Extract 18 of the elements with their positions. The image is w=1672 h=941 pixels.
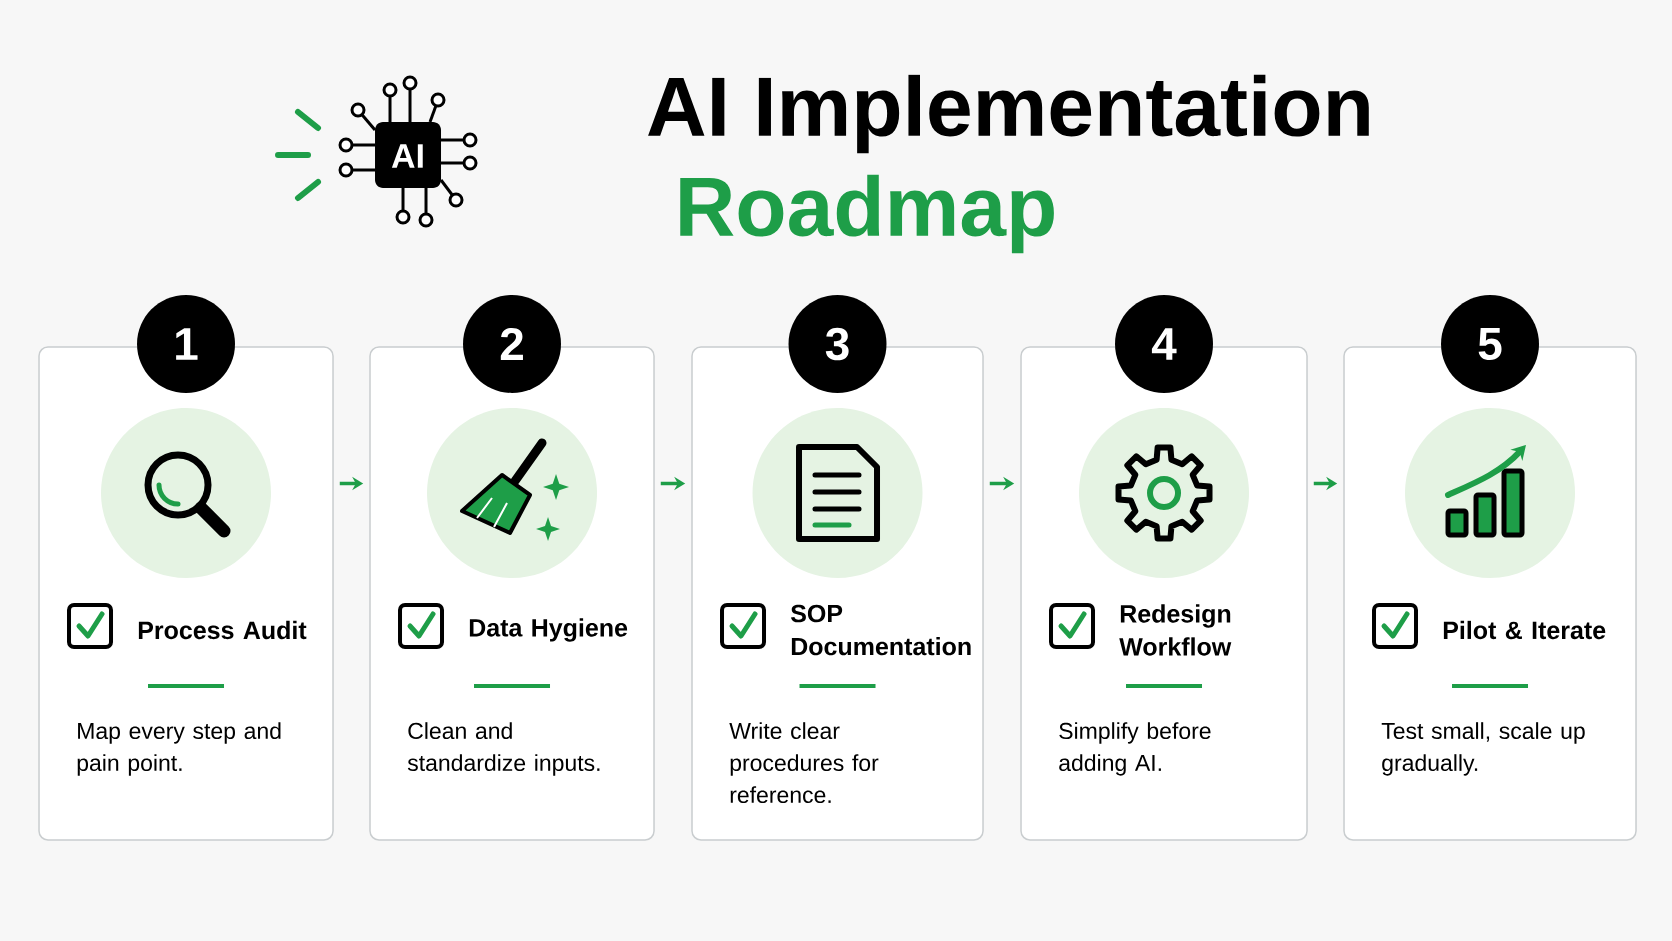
chip-label: AI: [391, 144, 423, 168]
number-badge: 4: [1115, 295, 1213, 393]
step-description: Write clear procedures for reference.: [729, 722, 879, 804]
title: Roadmap: [680, 174, 1054, 254]
step-heading: Process Audit: [138, 620, 307, 640]
step-description: Map every step and pain point.: [77, 722, 281, 776]
number-badge: 1: [137, 295, 235, 393]
number-badge: 2: [463, 295, 561, 393]
number-badge: 5: [1441, 295, 1539, 393]
title: AI Implementation: [648, 74, 1369, 154]
number-badge: 3: [788, 295, 887, 393]
step-description: Test small, scale up gradually.: [1381, 722, 1585, 776]
step-heading: SOP Documentation: [790, 604, 971, 656]
step-description: Clean and standardize inputs.: [407, 722, 600, 776]
step-heading: Data Hygiene: [469, 618, 628, 642]
step-description: Simplify before adding AI.: [1059, 722, 1211, 776]
step-heading: Redesign Workflow: [1119, 604, 1232, 656]
step-heading: Pilot & Iterate: [1443, 620, 1606, 640]
